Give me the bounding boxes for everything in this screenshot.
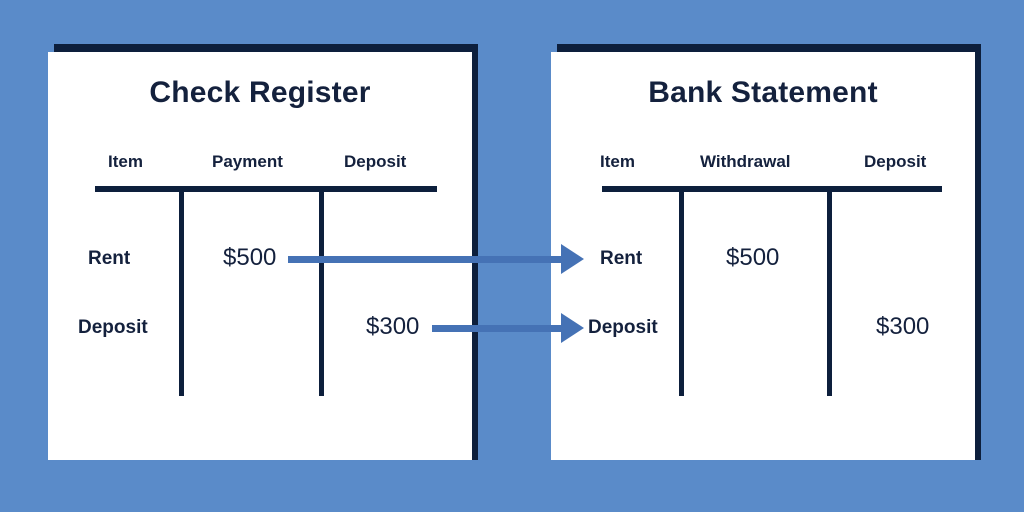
bank-statement-card [551, 52, 975, 460]
bank-statement-column-divider-1 [679, 186, 684, 396]
check-register-column-divider-1 [179, 186, 184, 396]
bank-statement-row-2-item: Deposit [588, 317, 658, 338]
deposit-match-arrow-icon [561, 313, 584, 343]
rent-match-arrow-line [288, 256, 563, 263]
check-register-row-1-payment: $500 [223, 244, 277, 271]
check-register-column-divider-2 [319, 186, 324, 396]
left-card-shadow-right [469, 44, 478, 460]
check-register-row-2-item: Deposit [78, 317, 148, 338]
check-register-column-item: Item [108, 152, 143, 171]
bank-statement-column-deposit: Deposit [864, 152, 927, 171]
bank-statement-column-item: Item [600, 152, 635, 171]
left-card-shadow-top [54, 44, 478, 53]
check-register-header-rule [95, 186, 437, 192]
check-register-row-2-deposit: $300 [366, 313, 420, 340]
check-register-column-deposit: Deposit [344, 152, 407, 171]
bank-statement-row-2-deposit: $300 [876, 313, 930, 340]
check-register-row-1-item: Rent [88, 248, 131, 269]
bank-statement-row-1-withdrawal: $500 [726, 244, 780, 271]
bank-statement-header-rule [602, 186, 942, 192]
right-card-shadow-right [972, 44, 981, 460]
check-register-title: Check Register [149, 76, 371, 109]
deposit-match-arrow-line [432, 325, 563, 332]
check-register-column-payment: Payment [212, 152, 283, 171]
bank-statement-column-divider-2 [827, 186, 832, 396]
bank-statement-column-withdrawal: Withdrawal [700, 152, 791, 171]
right-card-shadow-top [557, 44, 981, 53]
rent-match-arrow-icon [561, 244, 584, 274]
bank-statement-title: Bank Statement [648, 76, 878, 109]
bank-statement-row-1-item: Rent [600, 248, 643, 269]
